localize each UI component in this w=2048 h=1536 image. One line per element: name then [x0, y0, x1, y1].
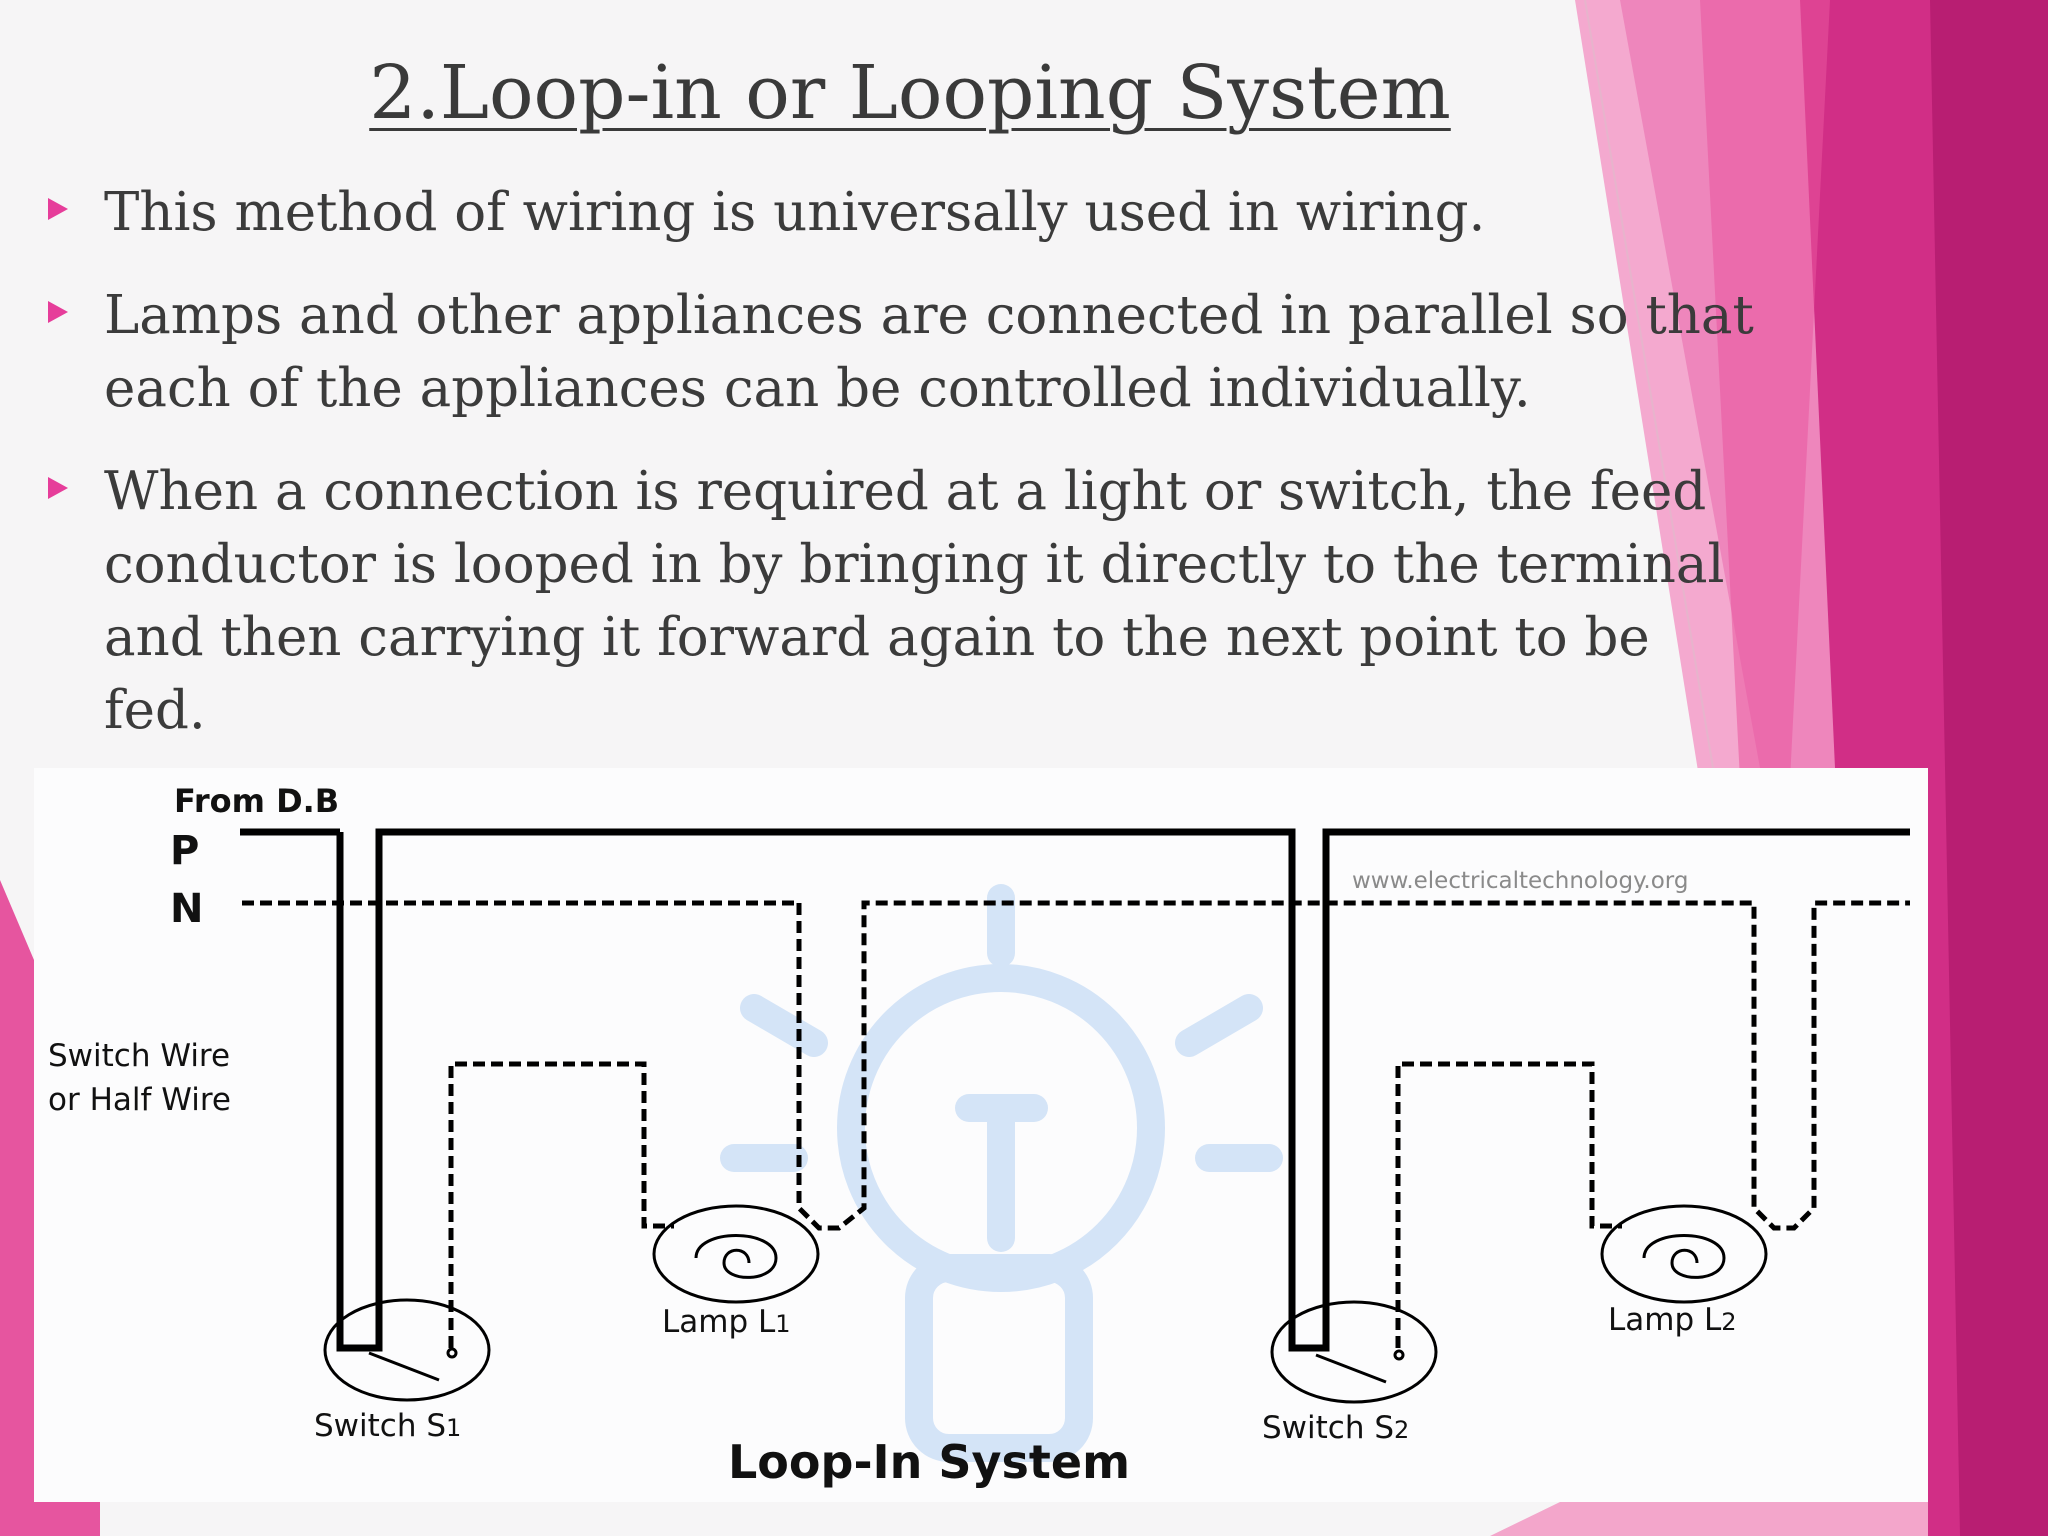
bullet-arrow-icon [48, 477, 68, 499]
bullet-item: Lamps and other appliances are connected… [48, 279, 1768, 425]
switch-wire [448, 1061, 1622, 1348]
diagram-caption: Loop-In System [728, 1435, 1130, 1489]
bullet-arrow-icon [48, 198, 68, 220]
lightbulb-watermark-icon [720, 884, 1283, 1462]
bullet-item: This method of wiring is universally use… [48, 176, 1768, 249]
watermark-text: www.electricaltechnology.org [1352, 868, 1688, 894]
half-wire-label: or Half Wire [48, 1082, 231, 1118]
neutral-label: N [170, 886, 203, 932]
lamp-l1-label: Lamp L1 [662, 1304, 791, 1340]
bullet-list: This method of wiring is universally use… [48, 176, 1768, 777]
switch-wire-label: Switch Wire [48, 1038, 230, 1074]
source-label: From D.B [174, 782, 339, 820]
slide-title: 2.Loop-in or Looping System [369, 50, 1451, 136]
lamp-l2-label: Lamp L2 [1608, 1302, 1737, 1338]
switch-s1-label: Switch S1 [314, 1408, 461, 1444]
switch-s1-symbol [323, 1298, 491, 1402]
lamp-l1-symbol [652, 1204, 820, 1304]
neutral-wire [242, 900, 1910, 1231]
bullet-item: When a connection is required at a light… [48, 455, 1768, 747]
bullet-arrow-icon [48, 301, 68, 323]
switch-s2-symbol [1270, 1300, 1438, 1404]
phase-label: P [170, 828, 199, 874]
phase-wire [240, 828, 1910, 1352]
switch-s2-label: Switch S2 [1262, 1410, 1409, 1446]
wiring-diagram-image: From D.B P N www.electricaltechnology.or… [34, 768, 1928, 1502]
lamp-l2-symbol [1600, 1204, 1768, 1304]
